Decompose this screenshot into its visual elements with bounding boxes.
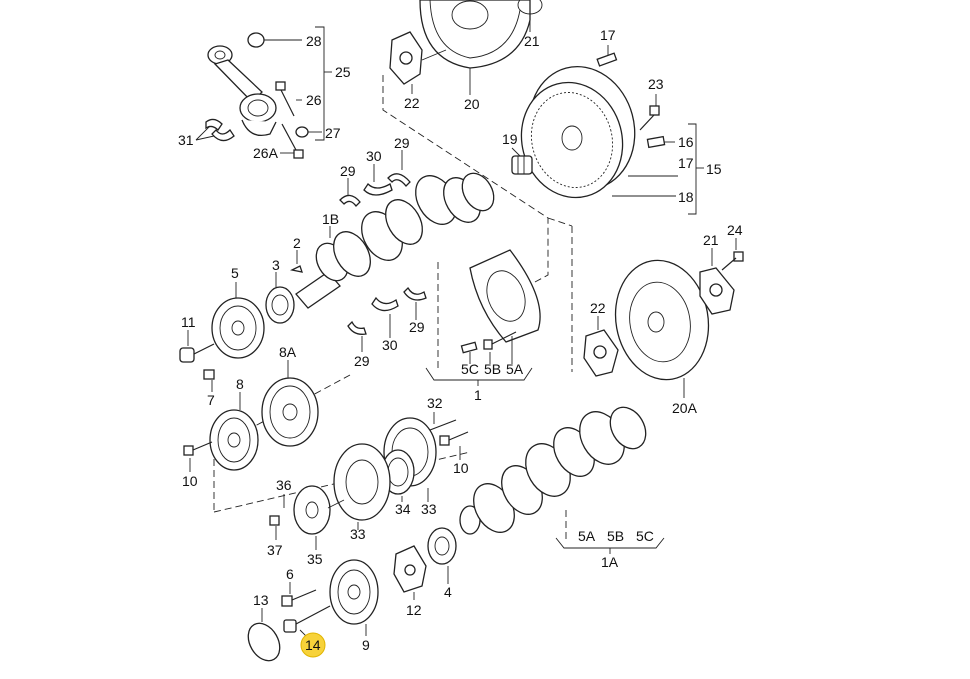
damper-group[interactable] <box>269 412 469 550</box>
label-23: 23 <box>648 76 664 92</box>
label-17-top: 17 <box>600 27 616 43</box>
seal-carrier[interactable] <box>425 249 541 386</box>
crankshaft-lower[interactable] <box>459 401 665 554</box>
label-9: 9 <box>362 637 370 653</box>
label-22-top: 22 <box>404 95 420 111</box>
label-29-d: 29 <box>409 319 425 335</box>
label-8A: 8A <box>279 344 297 360</box>
label-13: 13 <box>253 592 269 608</box>
label-1B: 1B <box>322 211 339 227</box>
label-15: 15 <box>706 161 722 177</box>
flywheel-upper[interactable] <box>389 0 543 95</box>
label-25: 25 <box>335 64 351 80</box>
label-30-b: 30 <box>382 337 398 353</box>
label-5A-lower: 5A <box>578 528 596 544</box>
label-29-c: 29 <box>354 353 370 369</box>
label-6: 6 <box>286 566 294 582</box>
label-26: 26 <box>306 92 322 108</box>
label-21-right: 21 <box>703 232 719 248</box>
part-labels: 28 25 26 27 31 26A 22 20 21 17 23 16 17 … <box>178 27 743 653</box>
label-36: 36 <box>276 477 292 493</box>
label-37: 37 <box>267 542 283 558</box>
label-34: 34 <box>395 501 411 517</box>
label-12: 12 <box>406 602 422 618</box>
label-35: 35 <box>307 551 323 567</box>
label-29-b: 29 <box>394 135 410 151</box>
label-14: 14 <box>305 637 321 653</box>
pulley-group-lower[interactable] <box>242 527 457 666</box>
label-24: 24 <box>727 222 743 238</box>
label-1A: 1A <box>601 554 619 570</box>
label-18: 18 <box>678 189 694 205</box>
label-33-b: 33 <box>421 501 437 517</box>
highlight-marker[interactable] <box>300 632 326 658</box>
label-32: 32 <box>427 395 443 411</box>
connecting-rod-assembly[interactable] <box>195 26 332 159</box>
label-11: 11 <box>181 314 196 330</box>
label-1: 1 <box>474 387 482 403</box>
label-5B: 5B <box>484 361 501 377</box>
label-7: 7 <box>207 392 215 408</box>
label-17-bottom: 17 <box>678 155 694 171</box>
label-29-a: 29 <box>340 163 356 179</box>
label-10-mid: 10 <box>453 460 469 476</box>
label-5B-lower: 5B <box>607 528 624 544</box>
label-20: 20 <box>464 96 480 112</box>
label-21-top: 21 <box>524 33 540 49</box>
label-22-right: 22 <box>590 300 606 316</box>
label-5: 5 <box>231 265 239 281</box>
drive-plate[interactable] <box>583 238 744 398</box>
label-31: 31 <box>178 132 194 148</box>
label-33-a: 33 <box>350 526 366 542</box>
label-8: 8 <box>236 376 244 392</box>
label-5C-lower: 5C <box>636 528 654 544</box>
label-19: 19 <box>502 131 518 147</box>
label-2: 2 <box>293 235 301 251</box>
label-16: 16 <box>678 134 694 150</box>
label-26A: 26A <box>253 145 279 161</box>
dual-mass-flywheel[interactable] <box>509 45 704 215</box>
label-5A: 5A <box>506 361 524 377</box>
crankshaft-upper[interactable] <box>265 150 500 352</box>
label-3: 3 <box>272 257 280 273</box>
pulley-group-upper[interactable] <box>179 282 319 472</box>
label-30-a: 30 <box>366 148 382 164</box>
label-4: 4 <box>444 584 452 600</box>
label-28: 28 <box>306 33 322 49</box>
label-20A: 20A <box>672 400 698 416</box>
label-27: 27 <box>325 125 341 141</box>
label-5C: 5C <box>461 361 479 377</box>
label-10-left: 10 <box>182 473 198 489</box>
